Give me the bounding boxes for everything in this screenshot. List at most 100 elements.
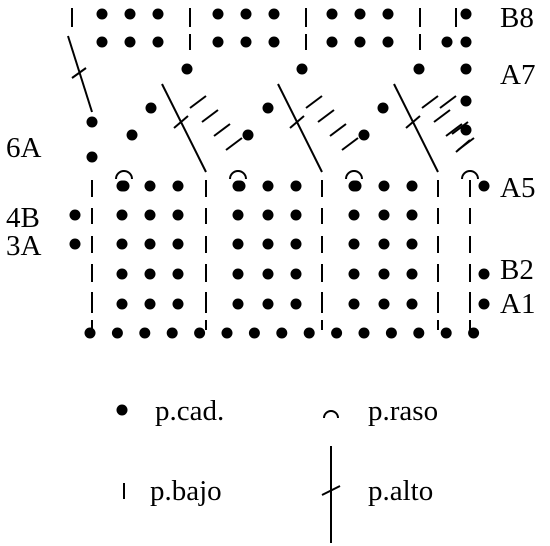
chain-stitch [290,209,302,221]
chain-stitch [194,327,206,339]
chain-stitch [378,268,390,280]
chain-stitch [378,180,390,192]
chain-stitch [145,102,157,114]
chain-stitch [181,63,193,75]
chain-stitch [144,268,156,280]
chain-stitch [232,268,244,280]
chain-stitch [172,298,184,310]
chain-stitch [144,180,156,192]
chain-stitch [242,129,254,141]
chain-stitch [440,327,452,339]
chain-stitch [348,238,360,250]
chain-stitch [262,102,274,114]
single-crochet-diagonal [189,95,207,109]
chain-stitch [262,298,274,310]
single-crochet-diagonal [421,95,439,109]
chain-stitch [377,102,389,114]
chain-stitch [385,327,397,339]
double-crochet [161,83,207,173]
single-crochet-diagonal [329,123,347,137]
chain-stitch [212,36,224,48]
chain-stitch [406,180,418,192]
chain-stitch [413,63,425,75]
chain-stitch [111,327,123,339]
chain-stitch [152,8,164,20]
chain-stitch [296,63,308,75]
chain-stitch [290,180,302,192]
single-crochet-diagonal [317,109,335,123]
chain-stitch [460,124,472,136]
chain-stitch [84,327,96,339]
chain-stitch [354,36,366,48]
double-crochet-cross [289,115,305,129]
chain-stitch [232,209,244,221]
row-label-6a: 6A [6,132,42,164]
chain-stitch [378,238,390,250]
legend-label-chain: p.cad. [155,395,224,427]
chain-stitch [126,129,138,141]
chain-stitch [290,298,302,310]
chain-stitch [268,36,280,48]
single-crochet-diagonal [201,109,219,123]
chain-stitch [331,327,343,339]
row-label-a7: A7 [500,59,535,91]
legend: p.cad. p.raso p.bajo p.alto [116,395,438,543]
single-crochet-diagonal [455,139,471,153]
chain-stitch [152,36,164,48]
chain-stitch [276,327,288,339]
chain-stitch [326,36,338,48]
chain-stitch [378,298,390,310]
slip-stitch [229,170,247,180]
chain-stitch [441,36,453,48]
single-crochet-diagonal [433,109,451,123]
chain-stitch-icon [116,404,128,416]
chain-stitch [124,8,136,20]
chain-stitch [69,209,81,221]
chain-stitch [348,209,360,221]
double-crochet [393,83,439,173]
chain-stitch [303,327,315,339]
chain-stitch [86,151,98,163]
chain-stitch [96,36,108,48]
chain-stitch [240,8,252,20]
chain-stitch [124,36,136,48]
single-crochet-diagonal [213,123,231,137]
chain-stitch [326,8,338,20]
chain-stitch [348,268,360,280]
legend-label-slip: p.raso [368,395,438,427]
chain-stitch [172,180,184,192]
chain-stitch [262,209,274,221]
chain-stitch [478,180,490,192]
legend-label-single: p.bajo [150,475,222,507]
chain-stitch [248,327,260,339]
chain-stitch [290,238,302,250]
chain-stitch [232,238,244,250]
chain-stitch [478,298,490,310]
chain-stitch [221,327,233,339]
chain-stitch [166,327,178,339]
slip-stitch [461,170,479,180]
chain-stitch [460,36,472,48]
chain-stitch [358,129,370,141]
double-crochet [67,35,93,113]
chain-stitch [172,209,184,221]
chain-stitch [96,8,108,20]
single-crochet-diagonal [445,123,463,137]
chain-stitch [262,180,274,192]
double-crochet [277,83,323,173]
chain-stitch [460,95,472,107]
chain-stitch [354,8,366,20]
row-label-3a: 3A [6,230,42,262]
chain-stitch [406,209,418,221]
chain-stitch [268,8,280,20]
row-label-b2: B2 [500,254,534,286]
slip-stitch-icon [323,410,339,419]
chain-stitch [350,180,362,192]
chain-stitch [382,8,394,20]
chain-stitch [172,268,184,280]
chain-stitch [212,8,224,20]
chain-stitch [478,268,490,280]
single-crochet-diagonal [225,137,243,151]
row-label-4b: 4B [6,202,40,234]
